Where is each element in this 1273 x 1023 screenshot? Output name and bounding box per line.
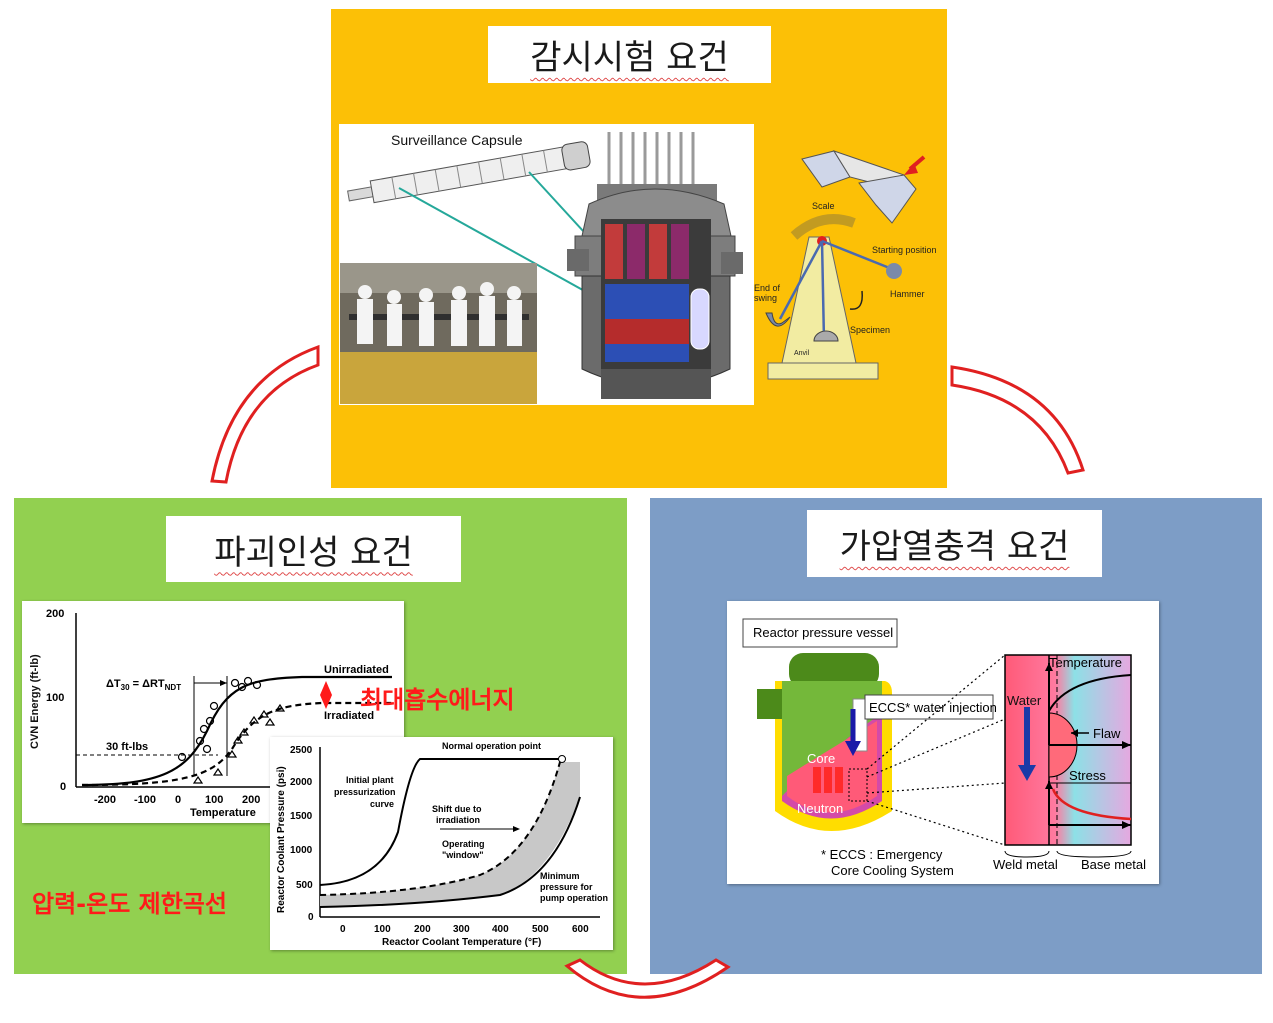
water-label: Water <box>1007 693 1042 708</box>
top-title: 감시시험 요건 <box>488 26 771 83</box>
pt-min-3: pump operation <box>540 893 608 903</box>
cvn-xlabel: Temperature <box>190 807 256 819</box>
pt-xtick-0: 0 <box>340 924 346 935</box>
pts-figure: Reactor pressure vessel Core Neutron ECC… <box>727 601 1159 884</box>
pt-xtick-400: 400 <box>492 924 509 935</box>
pt-ytick-1000: 1000 <box>290 845 313 856</box>
cvn-xtick-100: 100 <box>205 794 223 806</box>
base-label: Base metal <box>1081 857 1146 872</box>
stress-label: Stress <box>1069 768 1106 783</box>
charpy-starting: Starting position <box>872 245 937 255</box>
irradiated-curve <box>81 701 392 787</box>
eccs-footnote-2: Core Cooling System <box>831 863 954 878</box>
arrow-right-arc <box>950 365 1085 475</box>
pt-chart: Reactor Coolant Pressure (psi) 2500 2000… <box>270 737 613 950</box>
pt-xtick-100: 100 <box>374 924 391 935</box>
pt-shift-1: Shift due to <box>432 804 482 814</box>
cvn-ytick-200: 200 <box>46 608 64 620</box>
initial-curve <box>319 758 560 886</box>
charpy-end: End of <box>754 283 781 293</box>
pt-xlabel: Reactor Coolant Temperature (°F) <box>382 937 541 948</box>
pt-min-1: Minimum <box>540 871 580 881</box>
pt-ytick-0: 0 <box>308 912 314 923</box>
pt-ytick-2000: 2000 <box>290 777 313 788</box>
pt-ytick-1500: 1500 <box>290 811 313 822</box>
max-energy-label: 최대흡수에너지 <box>360 686 515 714</box>
pt-normal-op: Normal operation point <box>442 741 541 751</box>
flaw-label: Flaw <box>1093 726 1121 741</box>
cvn-unirradiated: Unirradiated <box>324 664 389 676</box>
left-title: 파괴인성 요건 <box>166 516 461 582</box>
pt-ytick-2500: 2500 <box>290 745 313 756</box>
shifted-curve <box>319 761 561 896</box>
cvn-xtick-200: 200 <box>242 794 260 806</box>
pt-initial-3: curve <box>370 799 394 809</box>
cvn-xtick-m200: -200 <box>94 794 116 806</box>
reactor-vessel <box>567 132 743 399</box>
eccs-label: ECCS* water injection <box>869 700 997 715</box>
pt-window-1: Operating <box>442 839 485 849</box>
capsule-icon <box>347 141 591 204</box>
cvn-ytick-100: 100 <box>46 692 64 704</box>
cvn-xtick-m100: -100 <box>134 794 156 806</box>
operating-window <box>320 762 580 907</box>
charpy-specimen: Specimen <box>850 325 890 335</box>
cvn-ylabel: CVN Energy (ft-lb) <box>29 654 41 749</box>
pt-ytick-500: 500 <box>296 880 313 891</box>
eccs-footnote-1: * ECCS : Emergency <box>821 847 943 862</box>
cvn-30ftlbs: 30 ft-lbs <box>106 741 148 753</box>
temperature-label: Temperature <box>1049 655 1122 670</box>
neutron-label: Neutron <box>797 801 843 816</box>
charpy-anvil: Anvil <box>794 350 810 357</box>
reactor-figure: Surveillance Capsule <box>339 124 754 405</box>
rpv-label: Reactor pressure vessel <box>753 625 893 640</box>
cvn-ytick-0: 0 <box>60 781 66 793</box>
pt-xtick-500: 500 <box>532 924 549 935</box>
cvn-chart: CVN Energy (ft-lb) 200 100 0 -200 -100 0… <box>22 601 404 823</box>
pt-curve-label: 압력-온도 제한곡선 <box>32 890 227 918</box>
charpy-scale: Scale <box>812 201 835 211</box>
core-label: Core <box>807 751 835 766</box>
capsule-label: Surveillance Capsule <box>391 132 523 148</box>
pt-xtick-600: 600 <box>572 924 589 935</box>
pt-xtick-200: 200 <box>414 924 431 935</box>
pt-initial-2: pressurization <box>334 787 396 797</box>
arrow-left-arc <box>210 344 320 484</box>
pt-initial-1: Initial plant <box>346 775 394 785</box>
pt-shift-2: irradiation <box>436 815 480 825</box>
weld-label: Weld metal <box>993 857 1058 872</box>
charpy-hammer: Hammer <box>890 289 925 299</box>
pt-ylabel: Reactor Coolant Pressure (psi) <box>276 766 287 913</box>
cvn-delta-label: ΔT30 = ΔRTNDT <box>106 678 181 692</box>
pt-window-2: "window" <box>442 850 484 860</box>
arrow-bottom-arc <box>564 958 731 999</box>
right-title: 가압열충격 요건 <box>807 510 1102 577</box>
min-pump-curve <box>319 796 581 908</box>
cvn-xtick-0: 0 <box>175 794 181 806</box>
pt-xtick-300: 300 <box>453 924 470 935</box>
pt-min-2: pressure for <box>540 882 593 892</box>
cvn-irradiated: Irradiated <box>324 710 374 722</box>
